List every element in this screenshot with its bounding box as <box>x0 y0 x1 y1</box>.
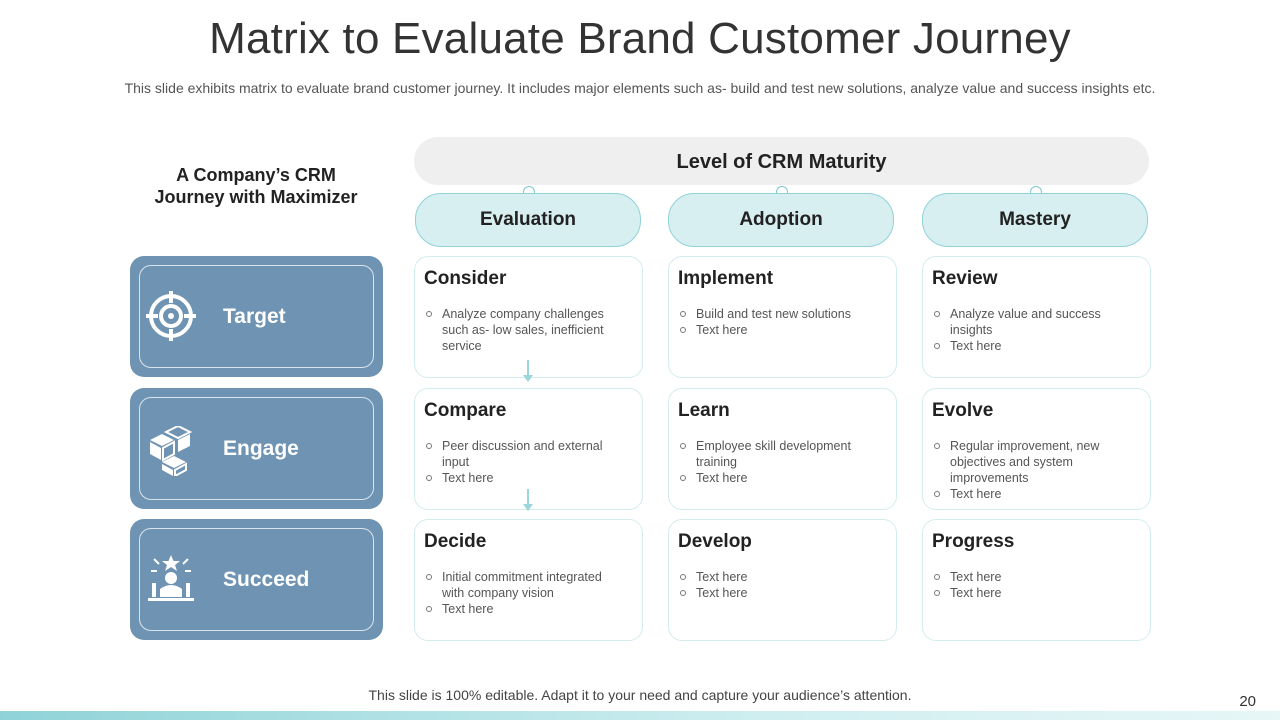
bullet-item: Analyze value and success insights <box>932 306 1132 338</box>
bullet-item: Analyze company challenges such as- low … <box>424 306 624 354</box>
cell-title: Implement <box>678 268 774 289</box>
slide-title: Matrix to Evaluate Brand Customer Journe… <box>209 14 1071 63</box>
slide-subtitle: This slide exhibits matrix to evaluate b… <box>124 80 1156 96</box>
cell-progress: Progress Text here Text here <box>922 519 1151 641</box>
cell-bullets: Analyze company challenges such as- low … <box>424 306 624 354</box>
bullet-item: Text here <box>932 585 1132 601</box>
cell-bullets: Build and test new solutions Text here <box>678 306 878 338</box>
cell-bullets: Text here Text here <box>932 569 1132 601</box>
row-card-frame: Succeed <box>139 528 374 631</box>
stage-adoption: Adoption <box>668 193 894 247</box>
cell-title: Decide <box>424 531 487 552</box>
bullet-item: Regular improvement, new objectives and … <box>932 438 1132 486</box>
bullet-item: Text here <box>932 338 1132 354</box>
row-card-engage: Engage <box>130 388 383 509</box>
cubes-icon <box>150 426 193 476</box>
cell-title: Review <box>932 268 998 289</box>
cell-learn: Learn Employee skill development trainin… <box>668 388 897 510</box>
down-arrow-icon <box>523 489 533 511</box>
cell-bullets: Regular improvement, new objectives and … <box>932 438 1132 502</box>
bullet-item: Peer discussion and external input <box>424 438 624 470</box>
winner-icon <box>148 555 194 601</box>
cell-title: Compare <box>424 400 507 421</box>
bullet-item: Text here <box>424 601 624 617</box>
cell-title: Learn <box>678 400 730 421</box>
bullet-item: Text here <box>678 585 878 601</box>
left-heading: A Company’s CRM Journey with Maximizer <box>154 165 358 207</box>
page-number: 20 <box>1239 693 1256 710</box>
cell-develop: Develop Text here Text here <box>668 519 897 641</box>
row-card-frame: Engage <box>139 397 374 500</box>
bottom-accent-bar <box>0 711 1280 720</box>
cell-title: Progress <box>932 531 1015 552</box>
row-label-target: Target <box>223 304 286 328</box>
cell-bullets: Peer discussion and external input Text … <box>424 438 624 486</box>
row-card-frame: Target <box>139 265 374 368</box>
bullet-item: Build and test new solutions <box>678 306 878 322</box>
cell-implement: Implement Build and test new solutions T… <box>668 256 897 378</box>
cell-bullets: Employee skill development training Text… <box>678 438 878 486</box>
bullet-item: Text here <box>932 569 1132 585</box>
bullet-item: Text here <box>932 486 1132 502</box>
cell-bullets: Initial commitment integrated with compa… <box>424 569 624 617</box>
row-label-succeed: Succeed <box>223 567 310 591</box>
cell-consider: Consider Analyze company challenges such… <box>414 256 643 378</box>
cell-bullets: Analyze value and success insights Text … <box>932 306 1132 354</box>
maturity-header: Level of CRM Maturity <box>414 137 1149 185</box>
bullet-item: Employee skill development training <box>678 438 878 470</box>
target-icon <box>146 291 196 341</box>
bullet-item: Initial commitment integrated with compa… <box>424 569 624 601</box>
cell-title: Evolve <box>932 400 994 421</box>
bullet-item: Text here <box>678 569 878 585</box>
row-card-target: Target <box>130 256 383 377</box>
cell-title: Consider <box>424 268 507 289</box>
bullet-item: Text here <box>424 470 624 486</box>
bullet-item: Text here <box>678 470 878 486</box>
cell-title: Develop <box>678 531 752 552</box>
down-arrow-icon <box>523 360 533 382</box>
row-card-succeed: Succeed <box>130 519 383 640</box>
cell-bullets: Text here Text here <box>678 569 878 601</box>
footer-note: This slide is 100% editable. Adapt it to… <box>368 687 912 703</box>
row-label-engage: Engage <box>223 436 299 460</box>
bullet-item: Text here <box>678 322 878 338</box>
stage-evaluation: Evaluation <box>415 193 641 247</box>
stage-mastery: Mastery <box>922 193 1148 247</box>
cell-decide: Decide Initial commitment integrated wit… <box>414 519 643 641</box>
cell-review: Review Analyze value and success insight… <box>922 256 1151 378</box>
cell-evolve: Evolve Regular improvement, new objectiv… <box>922 388 1151 510</box>
